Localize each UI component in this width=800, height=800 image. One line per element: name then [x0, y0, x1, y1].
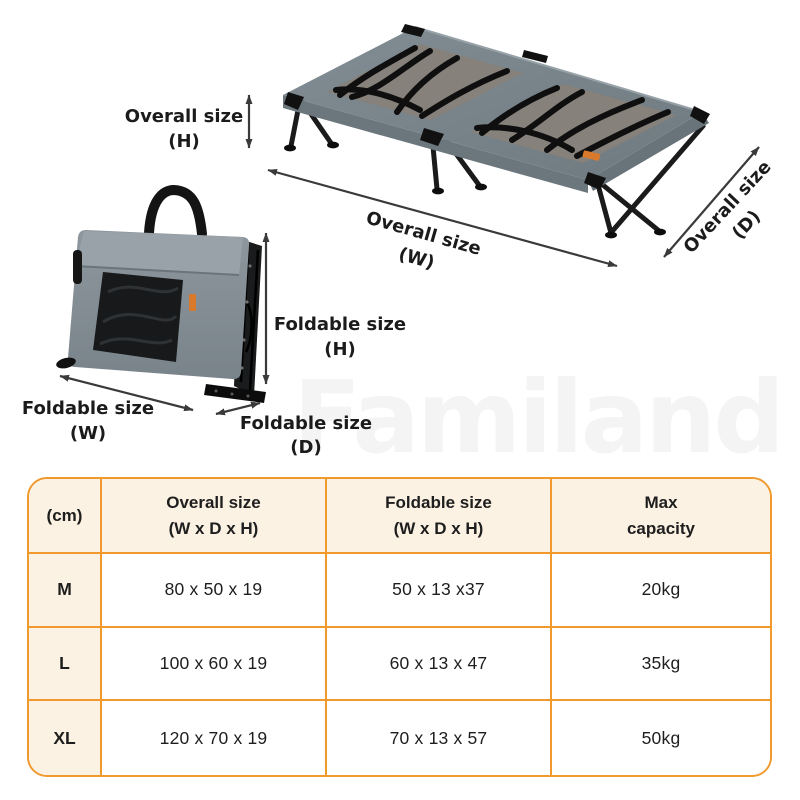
bag-mesh-texture [99, 285, 179, 346]
foldable-depth-label-line1: Foldable size [240, 413, 372, 434]
pet-bed-illustration [283, 24, 710, 239]
xl-foldable-text: 70 x 13 x 57 [389, 727, 488, 748]
bag-foot-screws [214, 389, 250, 398]
overall-height-label-line2: (H) [168, 131, 200, 152]
overall-width-arrow [267, 168, 618, 268]
overall-depth-label: Overall size (D) [680, 157, 776, 258]
row-xl-capacity: 50kg [552, 701, 770, 775]
overall-depth-arrow [663, 146, 760, 258]
bed-end-band [588, 112, 709, 191]
foldable-height-label: Foldable size (H) [274, 314, 406, 360]
l-capacity-text: 35kg [641, 652, 681, 673]
table-header-foldable: Foldable size (W x D x H) [327, 479, 552, 554]
foldable-depth-arrow [215, 401, 261, 416]
overall-depth-label-line1: Overall size [680, 157, 776, 258]
header-capacity-line1: Max [644, 493, 678, 512]
header-foldable-line2: (W x D x H) [393, 518, 484, 538]
bag-left-foot [56, 357, 76, 369]
foldable-depth-label-line2: (D) [290, 437, 321, 458]
unit-header-text: (cm) [46, 505, 83, 525]
bed-back-rail-highlight [414, 26, 703, 113]
l-foldable-text: 60 x 13 x 47 [389, 652, 488, 673]
foldable-height-label-line2: (H) [324, 339, 356, 360]
xl-capacity-text: 50kg [641, 727, 681, 748]
overall-height-label-line1: Overall size [125, 106, 243, 127]
row-l-capacity: 35kg [552, 627, 770, 702]
bag-mesh-window [93, 272, 183, 362]
m-capacity-text: 20kg [641, 579, 681, 600]
overall-width-label-line2: (W) [396, 244, 437, 274]
row-xl-size: XL [29, 701, 102, 775]
bed-straps-left [333, 45, 510, 119]
l-overall-text: 100 x 60 x 19 [159, 652, 268, 673]
m-overall-text: 80 x 50 x 19 [164, 579, 263, 600]
row-xl-foldable: 70 x 13 x 57 [327, 701, 552, 775]
foldable-width-label-line2: (W) [70, 423, 106, 444]
table-header-capacity: Max capacity [552, 479, 770, 554]
m-foldable-text: 50 x 13 x37 [392, 579, 485, 600]
overall-width-label: Overall size (W) [364, 207, 484, 274]
row-xl-overall: 120 x 70 x 19 [102, 701, 327, 775]
size-m-text: M [57, 579, 72, 600]
brand-watermark: Familand [293, 359, 782, 472]
header-overall-line2: (W x D x H) [168, 518, 259, 538]
table-header-overall: Overall size (W x D x H) [102, 479, 327, 554]
bag-handle [144, 184, 207, 239]
size-table: (cm) Overall size (W x D x H) Foldable s… [27, 477, 772, 777]
folded-bed-illustration [56, 184, 266, 403]
header-overall-line1: Overall size [166, 493, 261, 512]
size-l-text: L [59, 652, 70, 673]
row-m-capacity: 20kg [552, 554, 770, 628]
header-foldable-line1: Foldable size [385, 493, 492, 512]
bag-flap-seam [74, 265, 240, 276]
row-m-foldable: 50 x 13 x37 [327, 554, 552, 628]
bag-left-bracket [73, 250, 82, 284]
row-l-foldable: 60 x 13 x 47 [327, 627, 552, 702]
foldable-depth-label: Foldable size (D) [240, 413, 372, 458]
bag-brand-tag [189, 294, 196, 311]
foldable-width-arrow [59, 374, 194, 412]
bed-brand-tag [582, 150, 601, 161]
bed-straps-right [474, 85, 671, 159]
row-l-overall: 100 x 60 x 19 [102, 627, 327, 702]
foldable-height-label-line1: Foldable size [274, 314, 406, 335]
table-header-unit: (cm) [29, 479, 102, 554]
overall-height-label: Overall size (H) [125, 106, 243, 152]
row-l-size: L [29, 627, 102, 702]
foldable-width-label-line1: Foldable size [22, 398, 154, 419]
row-m-overall: 80 x 50 x 19 [102, 554, 327, 628]
header-capacity-line2: capacity [626, 518, 696, 538]
dimension-diagram: Familand [22, 24, 785, 472]
bag-top-flap [75, 231, 243, 275]
xl-overall-text: 120 x 70 x 19 [159, 727, 268, 748]
bag-foot-bar [204, 384, 266, 403]
foldable-width-label: Foldable size (W) [22, 398, 154, 444]
size-xl-text: XL [53, 727, 76, 748]
row-m-size: M [29, 554, 102, 628]
